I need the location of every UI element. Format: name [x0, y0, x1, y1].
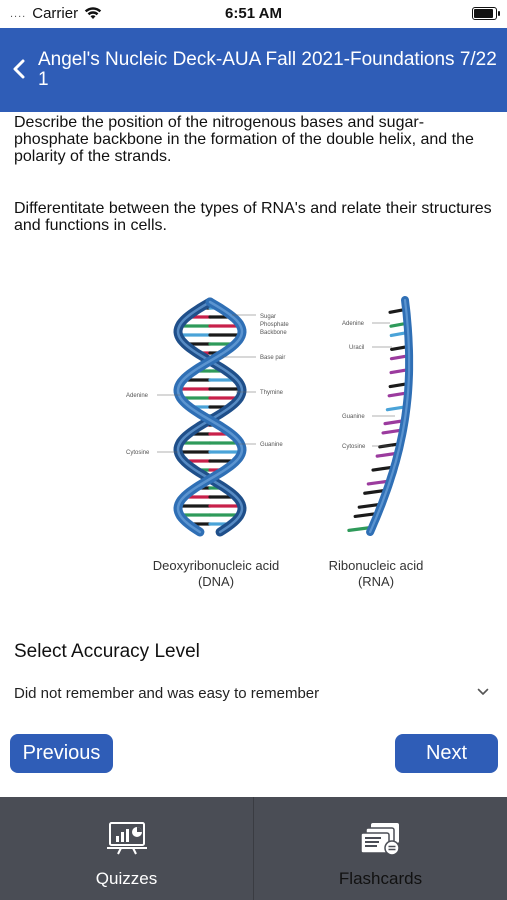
wifi-icon — [84, 7, 102, 19]
label-phosphate: Phosphate — [260, 322, 289, 328]
objective-text: Describe the position of the nitrogenous… — [14, 114, 474, 165]
objective-text: Differentitate between the types of RNA'… — [14, 200, 492, 234]
chevron-left-icon — [13, 59, 25, 79]
app-header: Angel's Nucleic Deck-AUA Fall 2021-Found… — [0, 28, 507, 112]
rna-caption: Ribonucleic acid — [329, 558, 424, 573]
page-title: Angel's Nucleic Deck-AUA Fall 2021-Found… — [38, 49, 497, 90]
bottom-tab-bar: Quizzes Flashcards — [0, 797, 507, 900]
label-sugar: Sugar — [260, 314, 276, 320]
dna-caption: Deoxyribonucleic acid — [153, 558, 279, 573]
label-thymine: Thymine — [260, 390, 284, 396]
tab-quizzes[interactable]: Quizzes — [0, 797, 253, 900]
accuracy-title: Select Accuracy Level — [14, 641, 200, 662]
carrier-label: Carrier — [32, 5, 79, 22]
quiz-presentation-icon — [106, 822, 147, 855]
label-adenine: Adenine — [126, 393, 149, 399]
rna-backbone — [366, 296, 414, 536]
rna-strand-highlight — [369, 298, 411, 534]
tab-label: Flashcards — [338, 869, 423, 888]
rna-caption-abbr: (RNA) — [358, 574, 394, 589]
tab-flashcards[interactable]: Flashcards — [253, 797, 507, 900]
dna-caption-abbr: (DNA) — [198, 574, 234, 589]
signal-dots-icon: .... — [10, 7, 27, 20]
battery-fill — [474, 9, 493, 18]
dna-strand-front-highlight — [176, 300, 244, 534]
status-left: .... Carrier — [10, 5, 102, 22]
chevron-down-icon — [477, 688, 489, 695]
rna-label-uracil: Uracil — [349, 345, 364, 351]
accuracy-selected-value: Did not remember and was easy to remembe… — [14, 685, 320, 702]
label-backbone: Backbone — [260, 330, 287, 336]
label-guanine: Guanine — [260, 442, 283, 448]
accuracy-dropdown[interactable]: Did not remember and was easy to remembe… — [0, 676, 507, 712]
rna-label-guanine: Guanine — [342, 414, 365, 420]
status-bar: .... Carrier 6:51 AM — [0, 0, 507, 28]
label-base-pair: Base pair — [260, 355, 285, 361]
card-content: Describe the position of the nitrogenous… — [0, 112, 507, 642]
rna-label-cytosine: Cytosine — [342, 444, 366, 450]
dna-label-lines — [157, 314, 395, 453]
label-cytosine: Cytosine — [126, 450, 150, 456]
rna-label-adenine: Adenine — [342, 321, 365, 327]
tab-label: Quizzes — [95, 869, 158, 888]
dna-strand-back-highlight — [176, 300, 244, 534]
dna-rna-diagram: Sugar Phosphate Backbone Base pair Thymi… — [126, 296, 424, 589]
battery-icon — [472, 7, 500, 20]
next-button[interactable]: Next — [395, 734, 498, 773]
previous-button[interactable]: Previous — [10, 734, 113, 773]
dna-backbone — [173, 297, 247, 537]
back-button[interactable] — [6, 52, 32, 86]
flashcards-icon — [359, 823, 400, 856]
status-time: 6:51 AM — [225, 5, 282, 22]
